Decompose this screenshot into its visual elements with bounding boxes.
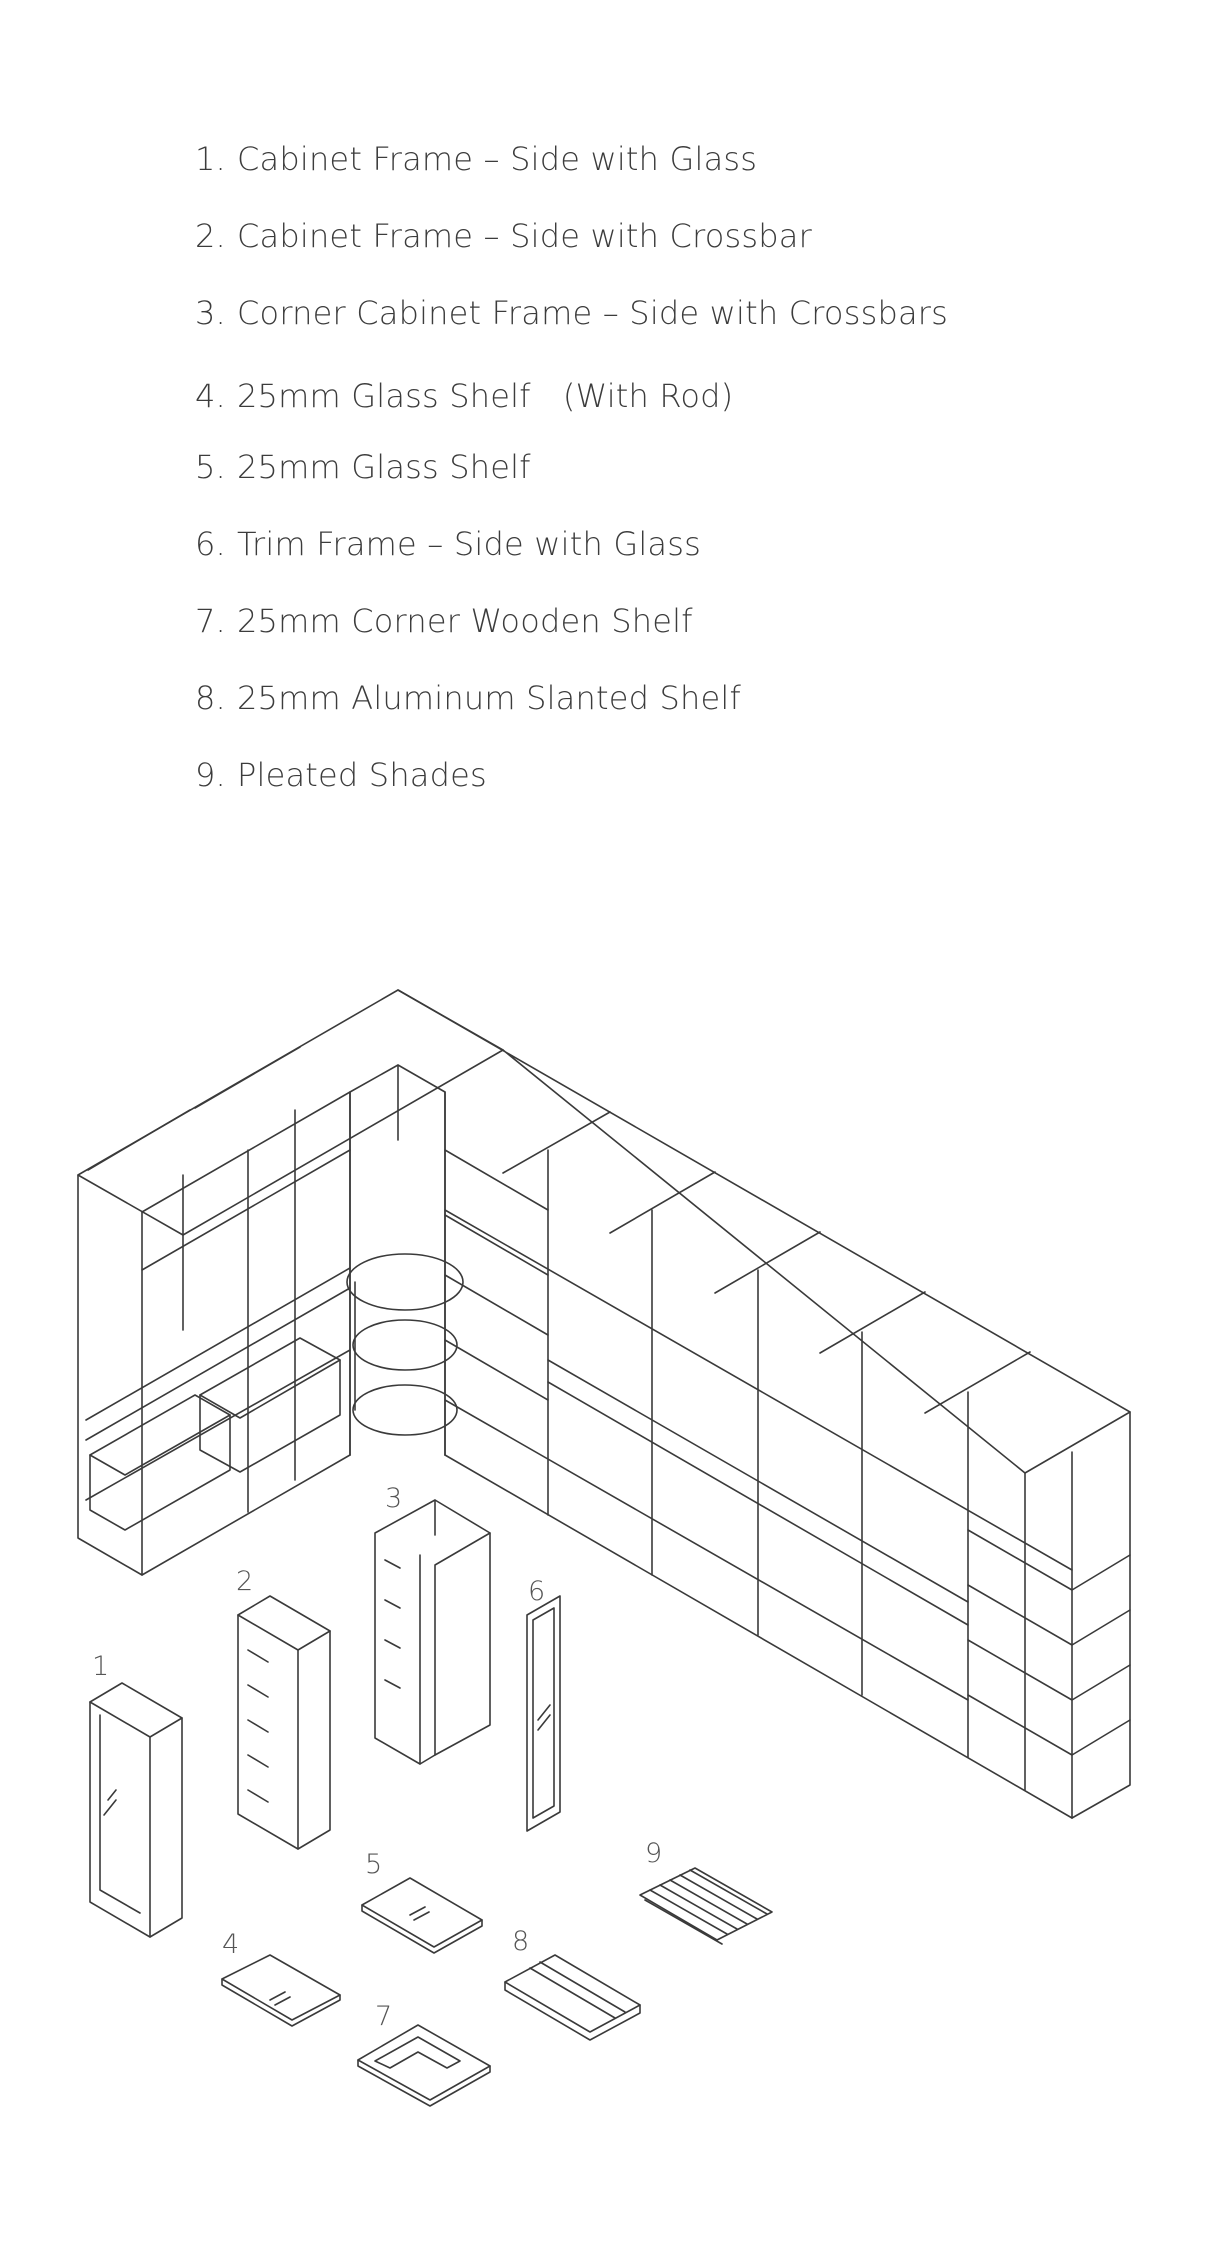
- callout-7: 7: [375, 2001, 392, 2032]
- part-item-1: 1. Cabinet Frame – Side with Glass: [195, 140, 948, 217]
- part-label: 25mm Glass Shelf (With Rod): [237, 377, 734, 415]
- part-item-2: 2. Cabinet Frame – Side with Crossbar: [195, 217, 948, 294]
- callout-8: 8: [512, 1926, 529, 1957]
- part-item-4: 4. 25mm Glass Shelf (With Rod): [195, 371, 948, 448]
- part-item-9: 9. Pleated Shades: [195, 756, 948, 833]
- part-label: Pleated Shades: [237, 756, 487, 794]
- part-item-5: 5. 25mm Glass Shelf: [195, 448, 948, 525]
- part-3-corner-cabinet-frame: [374, 1499, 491, 1765]
- parts-list: 1. Cabinet Frame – Side with Glass 2. Cabi…: [195, 140, 948, 833]
- part-1-cabinet-frame-glass: [89, 1682, 183, 1938]
- part-7-corner-wooden-shelf: [357, 2024, 491, 2107]
- part-item-3: 3. Corner Cabinet Frame – Side with Cross…: [195, 294, 948, 371]
- part-item-7: 7. 25mm Corner Wooden Shelf: [195, 602, 948, 679]
- part-label: Cabinet Frame – Side with Glass: [237, 140, 758, 178]
- part-number: 8.: [195, 679, 226, 717]
- callout-5: 5: [365, 1849, 382, 1880]
- part-number: 1.: [195, 140, 226, 178]
- part-number: 7.: [195, 602, 226, 640]
- part-item-6: 6. Trim Frame – Side with Glass: [195, 525, 948, 602]
- part-label: Trim Frame – Side with Glass: [237, 525, 701, 563]
- callout-2: 2: [236, 1566, 253, 1597]
- callout-9: 9: [645, 1838, 662, 1869]
- part-label: 25mm Corner Wooden Shelf: [237, 602, 693, 640]
- part-number: 4.: [195, 377, 226, 415]
- part-2-cabinet-frame-crossbar: [237, 1595, 331, 1850]
- part-label: 25mm Aluminum Slanted Shelf: [237, 679, 741, 717]
- part-8-aluminum-slanted-shelf: [504, 1954, 641, 2041]
- callout-4: 4: [222, 1929, 239, 1960]
- callout-6: 6: [528, 1576, 545, 1607]
- part-6-trim-frame-glass: [526, 1595, 561, 1832]
- part-number: 9.: [195, 756, 226, 794]
- part-9-pleated-shades: [639, 1867, 773, 1945]
- part-number: 6.: [195, 525, 226, 563]
- part-number: 5.: [195, 448, 226, 486]
- part-label: Cabinet Frame – Side with Crossbar: [237, 217, 812, 255]
- part-label: Corner Cabinet Frame – Side with Crossba…: [237, 294, 949, 332]
- part-item-8: 8. 25mm Aluminum Slanted Shelf: [195, 679, 948, 756]
- assembled-cabinet: [77, 989, 1131, 1819]
- part-5-glass-shelf: [361, 1877, 483, 1954]
- callout-1: 1: [92, 1651, 109, 1682]
- part-4-glass-shelf-rod: [221, 1954, 341, 2027]
- part-number: 2.: [195, 217, 226, 255]
- diagram-svg: 1 2 3 4 5 6 7 8 9: [77, 989, 1131, 2107]
- exploded-view-diagram: 1 2 3 4 5 6 7 8 9: [0, 960, 1209, 2110]
- callout-3: 3: [385, 1483, 402, 1514]
- part-number: 3.: [195, 294, 226, 332]
- part-label: 25mm Glass Shelf: [237, 448, 531, 486]
